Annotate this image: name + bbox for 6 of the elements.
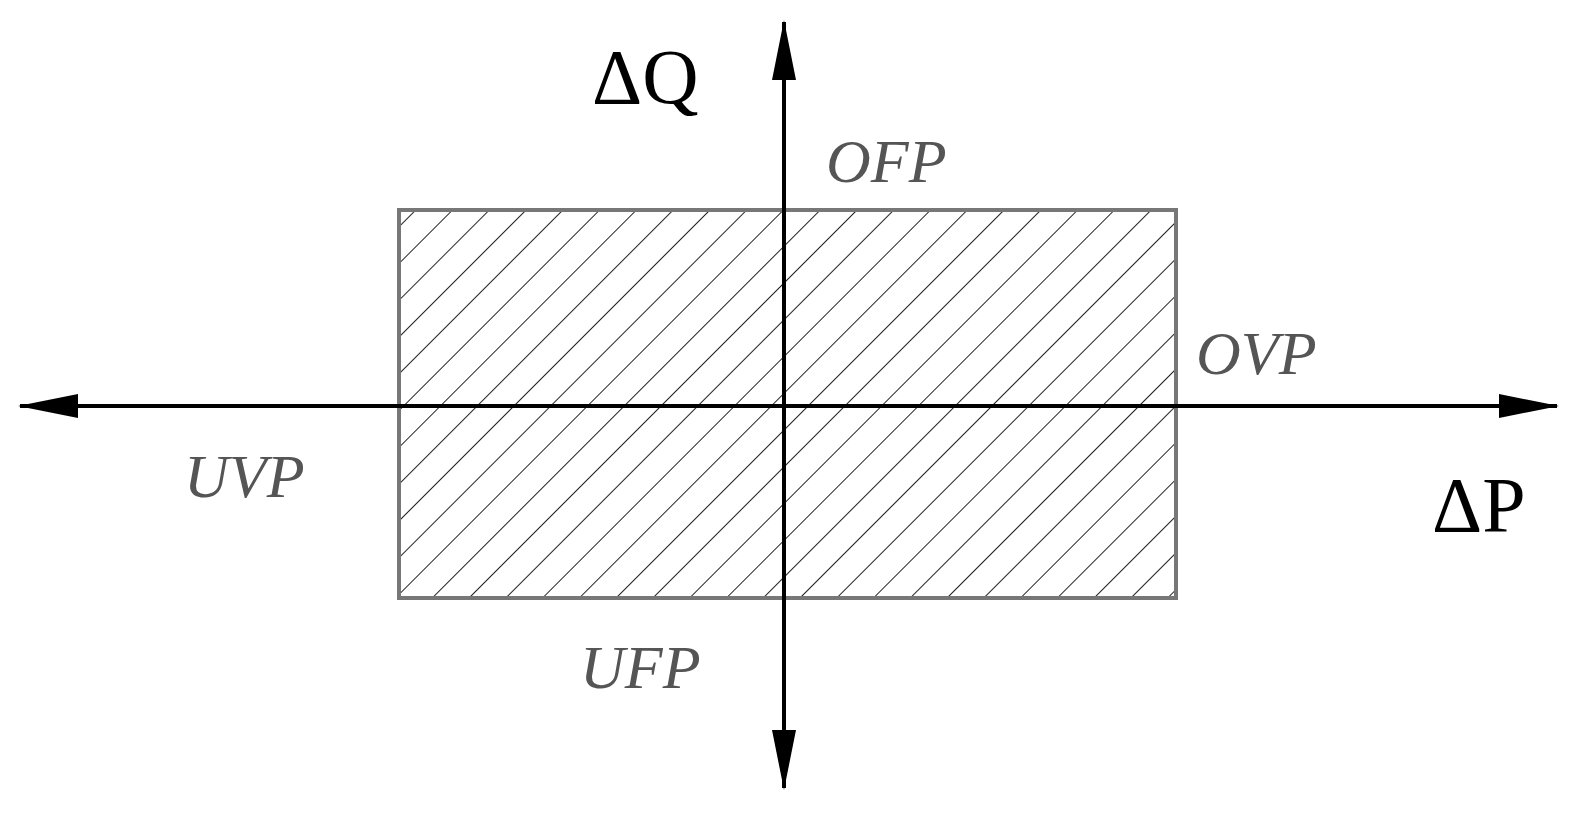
region-label: UVP xyxy=(184,445,305,507)
axis-label: ΔQ xyxy=(592,38,699,116)
region-label: UFP xyxy=(580,636,701,698)
region-label: OVP xyxy=(1196,322,1317,384)
region-label: OFP xyxy=(826,130,947,192)
axis-label: ΔP xyxy=(1432,466,1526,544)
